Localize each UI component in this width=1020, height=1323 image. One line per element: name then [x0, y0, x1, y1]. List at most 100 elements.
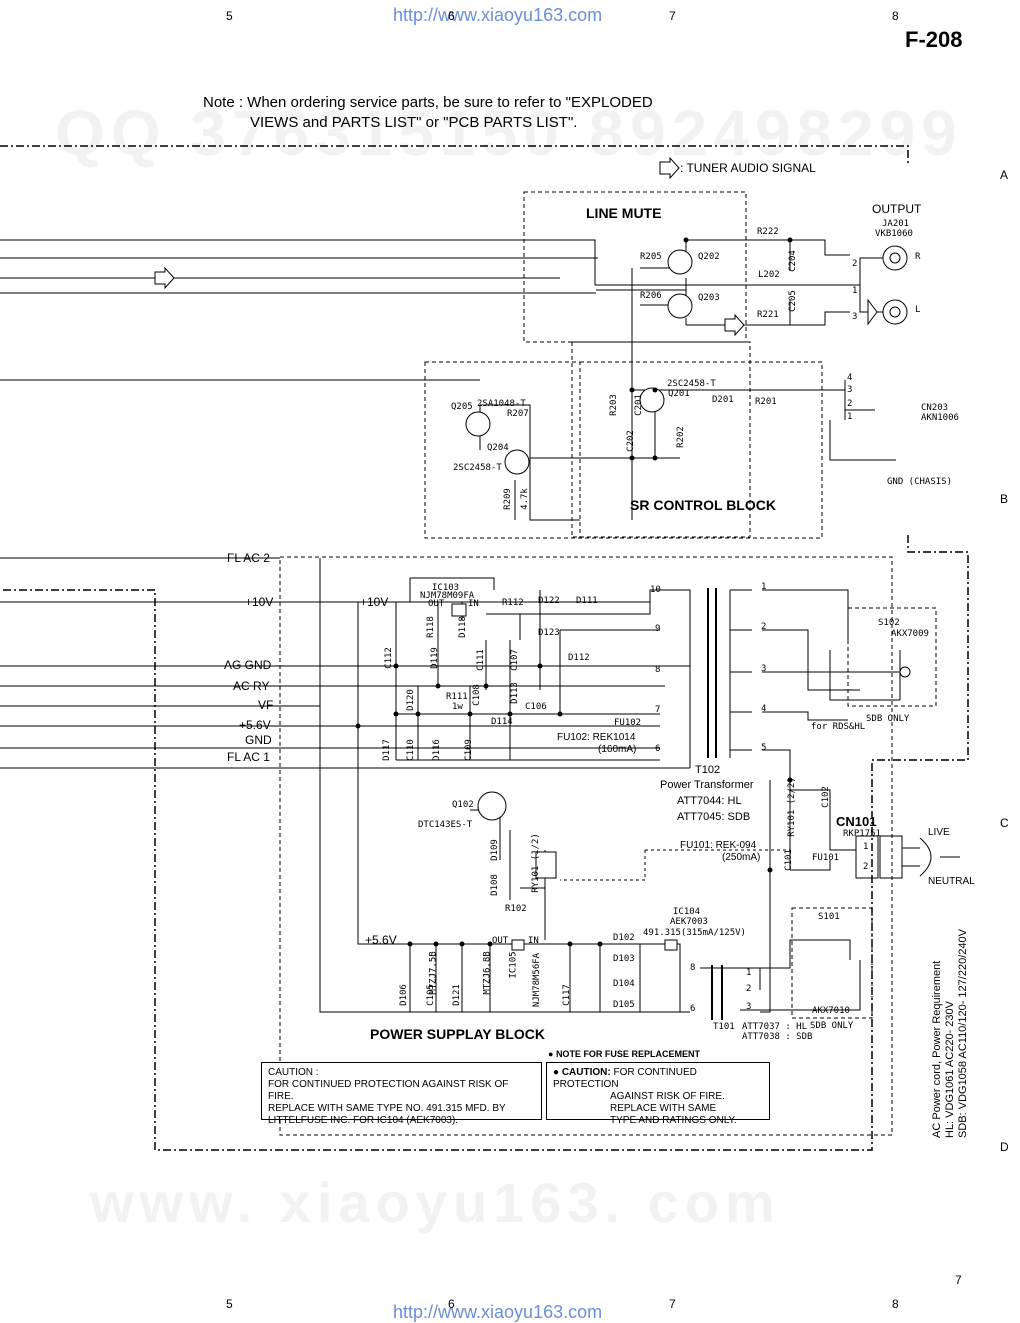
page-number: 7: [955, 1273, 962, 1287]
fuse-note-body-3: REPLACE WITH SAME: [610, 1103, 717, 1114]
ry101-22-label: RY101 (2/2): [786, 777, 797, 837]
fuse-note-body-1: FOR CONTINUED PROTECTION: [553, 1067, 697, 1090]
fu101-label: FU101: [812, 853, 840, 863]
pin-jack-3: 3: [852, 312, 858, 322]
rail-ag-gnd: AG GND: [224, 658, 272, 672]
t102-hl-label: ATT7044: HL: [677, 795, 742, 807]
d119-label: D119: [429, 647, 440, 669]
rail-fl-ac2: FL AC 2: [227, 551, 270, 565]
rail-gnd: GND: [245, 733, 272, 747]
s102-part-label: AKX7009: [891, 629, 929, 639]
fuse-note-header: ● NOTE FOR FUSE REPLACEMENT: [548, 1049, 700, 1059]
cn203-pin-4: 4: [847, 373, 853, 383]
fuse-note-body-2: AGAINST RISK OF FIRE.: [610, 1091, 725, 1102]
d121-label: D121: [451, 984, 462, 1006]
output-part: VKB1060: [875, 229, 913, 239]
q201-label: Q201: [668, 389, 690, 399]
cn203-pin-3: 3: [847, 385, 853, 395]
t101-pin-6: 6: [690, 1004, 696, 1014]
r209-label: R209: [502, 488, 513, 510]
c201-label: C201: [633, 394, 644, 416]
bottom-url[interactable]: http://www.xiaoyu163.com: [393, 1302, 603, 1322]
live-label: LIVE: [928, 827, 950, 838]
fuse-note-box: ● CAUTION: FOR CONTINUED PROTECTION AGAI…: [546, 1062, 770, 1126]
d108-label: D108: [489, 874, 500, 896]
fu101-part-label: FU101: REK-094: [680, 840, 757, 851]
r102-label: R102: [505, 904, 527, 914]
col-marker-6-bottom: 6: [448, 1297, 455, 1311]
t101-sdb-label: ATT7038 : SDB: [742, 1032, 813, 1042]
fu101-value-label: (250mA): [722, 852, 761, 863]
c105-label: C105: [425, 984, 436, 1006]
t102-pin-7: 7: [655, 705, 661, 715]
d122-label: D122: [538, 596, 560, 606]
d109-label: D109: [489, 839, 500, 861]
fuse-note-caution: CAUTION:: [561, 1067, 611, 1078]
t101-pin-1: 1: [746, 968, 752, 978]
row-marker-a: A: [1000, 168, 1009, 182]
t101-pin-8: 8: [690, 963, 696, 973]
c101-label: C101: [783, 849, 794, 871]
r112-label: R112: [502, 598, 524, 608]
q201-type-label: 2SC2458-T: [667, 379, 716, 389]
q205-label: Q205: [451, 402, 473, 412]
d113-label: D113: [509, 682, 520, 704]
q102-type-label: DTC143ES-T: [418, 820, 473, 830]
r203-label: R203: [608, 394, 619, 416]
caution-left-box: CAUTION : FOR CONTINUED PROTECTION AGAIN…: [261, 1062, 542, 1126]
d116-label: D116: [431, 739, 442, 761]
c111-label: C111: [475, 649, 486, 671]
r206-label: R206: [640, 291, 662, 301]
s101-label: S101: [818, 912, 840, 922]
pin-jack-1: 1: [852, 286, 858, 296]
t101-pin-3: 3: [746, 1002, 752, 1012]
note-line-2: VIEWS and PARTS LIST" or "PCB PARTS LIST…: [250, 114, 578, 131]
ic105-label: IC105: [508, 951, 519, 979]
ic103-part-label: NJM78M09FA: [420, 591, 475, 601]
c102-label: C102: [820, 786, 831, 808]
q203-label: Q203: [698, 293, 720, 303]
rail-56v-inner: +5.6V: [365, 933, 397, 947]
ic105-out-label: OUT: [492, 936, 509, 946]
fu102-label: FU102: [614, 718, 642, 728]
q204-label: Q204: [487, 443, 509, 453]
r221-label: R221: [757, 310, 779, 320]
c107-label: C107: [509, 649, 520, 671]
t102-sdb-label: ATT7045: SDB: [677, 811, 751, 823]
output-jack: JA201: [882, 219, 910, 229]
cn101-part-label: RKP1751: [843, 829, 881, 839]
qq-watermark: QQ 376315150 892498299: [55, 97, 963, 169]
note-line-1: Note : When ordering service parts, be s…: [203, 94, 653, 111]
cn101-label: CN101: [836, 814, 877, 829]
col-marker-8-top: 8: [892, 9, 899, 23]
s102-label: S102: [878, 618, 900, 628]
c205-label: C205: [787, 290, 798, 312]
c202-label: C202: [625, 430, 636, 452]
output-l: L: [915, 305, 921, 315]
top-url[interactable]: http://www.xiaoyu163.com: [393, 5, 603, 25]
t102-pin-9: 9: [655, 624, 661, 634]
c112-label: C112: [383, 647, 394, 669]
pin-jack-2: 2: [852, 259, 858, 269]
cn203-pin-1: 1: [847, 412, 853, 422]
power-supply-title: POWER SUPPLAY BLOCK: [370, 1026, 546, 1042]
t101-label: T101: [713, 1022, 735, 1032]
ic103-in-label: IN: [468, 599, 479, 609]
c108-label: C108: [471, 684, 482, 706]
rail-fl-ac1: FL AC 1: [227, 750, 270, 764]
r118-label: R118: [425, 616, 436, 638]
d103-label: D103: [613, 954, 635, 964]
legend-tuner-audio: : TUNER AUDIO SIGNAL: [680, 161, 816, 175]
s101-part-label: AKX7010: [812, 1006, 850, 1016]
t102-label: T102: [695, 764, 721, 776]
col-marker-8-bottom: 8: [892, 1297, 899, 1311]
cn203-part-label: AKN1006: [921, 413, 959, 423]
q102-label: Q102: [452, 800, 474, 810]
d102-label: D102: [613, 933, 635, 943]
col-marker-5-bottom: 5: [226, 1297, 233, 1311]
t102-pin-8: 8: [655, 665, 661, 675]
caution-left-title: CAUTION :: [268, 1067, 319, 1078]
d123-label: D123: [538, 628, 560, 638]
s102-sdb-only: SDB ONLY: [866, 714, 910, 724]
q205-type-label: 2SA1048-T: [477, 399, 526, 409]
